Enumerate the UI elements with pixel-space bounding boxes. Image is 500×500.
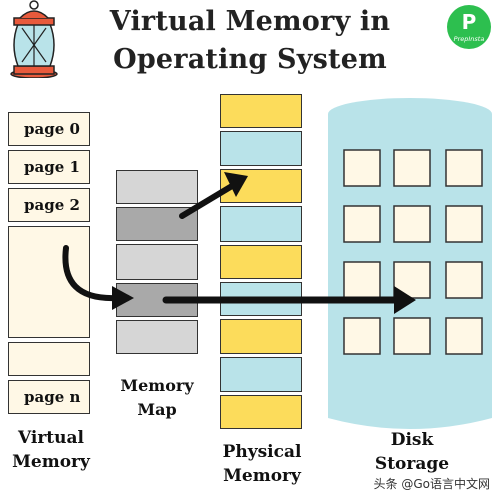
- disk-storage-cylinder: [328, 98, 492, 429]
- physical-frame: [220, 282, 302, 316]
- disk-block: [343, 149, 381, 187]
- watermark: 头条 @Go语言中文网: [371, 475, 492, 492]
- disk-block: [343, 261, 381, 299]
- memory-map-slot: [116, 283, 198, 317]
- caption-line: Storage: [374, 454, 450, 474]
- physical-frame: [220, 319, 302, 354]
- virtual-page-0: page 0: [8, 112, 90, 146]
- physical-frame: [220, 206, 302, 242]
- physical-frame: [220, 169, 302, 203]
- disk-block: [343, 317, 381, 355]
- virtual-page-n: page n: [8, 380, 90, 414]
- disk-block: [393, 149, 431, 187]
- page-label: page n: [24, 388, 81, 406]
- page-label: page 0: [24, 120, 80, 138]
- memory-map-slot: [116, 320, 198, 354]
- page-label: page 1: [24, 158, 80, 176]
- disk-block: [393, 317, 431, 355]
- physical-frame: [220, 357, 302, 392]
- caption-line: Map: [137, 400, 177, 419]
- caption-line: Physical: [222, 442, 302, 462]
- physical-memory-caption: Physical Memory: [212, 440, 312, 488]
- memory-map-caption: Memory Map: [112, 374, 202, 422]
- physical-frame: [220, 94, 302, 128]
- caption-line: Memory: [223, 466, 301, 486]
- memory-map-slot: [116, 207, 198, 241]
- virtual-page-2: page 2: [8, 188, 90, 222]
- disk-block: [445, 261, 483, 299]
- disk-block: [393, 205, 431, 243]
- title-line-2: Operating System: [113, 44, 387, 75]
- memory-map-slot: [116, 244, 198, 280]
- title-line-1: Virtual Memory in: [109, 6, 391, 37]
- virtual-page-1: page 1: [8, 150, 90, 184]
- svg-text:PrepInsta: PrepInsta: [454, 35, 485, 43]
- virtual-page-empty: [8, 342, 90, 376]
- disk-block: [445, 317, 483, 355]
- caption-line: Memory: [12, 452, 90, 472]
- disk-block: [445, 149, 483, 187]
- physical-frame: [220, 131, 302, 166]
- physical-frame: [220, 245, 302, 279]
- virtual-memory-caption: Virtual Memory: [6, 426, 96, 474]
- lantern-icon: [10, 0, 58, 78]
- disk-block: [393, 261, 431, 299]
- caption-line: Disk: [390, 430, 434, 450]
- prepinsta-logo: P PrepInsta: [447, 5, 491, 49]
- svg-text:P: P: [462, 10, 477, 34]
- disk-storage-caption: Disk Storage: [362, 428, 462, 476]
- memory-map-slot: [116, 170, 198, 204]
- caption-line: Virtual: [18, 428, 84, 448]
- caption-line: Memory: [120, 376, 194, 395]
- page-label: page 2: [24, 196, 80, 214]
- virtual-page-block: [8, 226, 90, 338]
- disk-block: [445, 205, 483, 243]
- physical-frame: [220, 395, 302, 429]
- disk-block: [343, 205, 381, 243]
